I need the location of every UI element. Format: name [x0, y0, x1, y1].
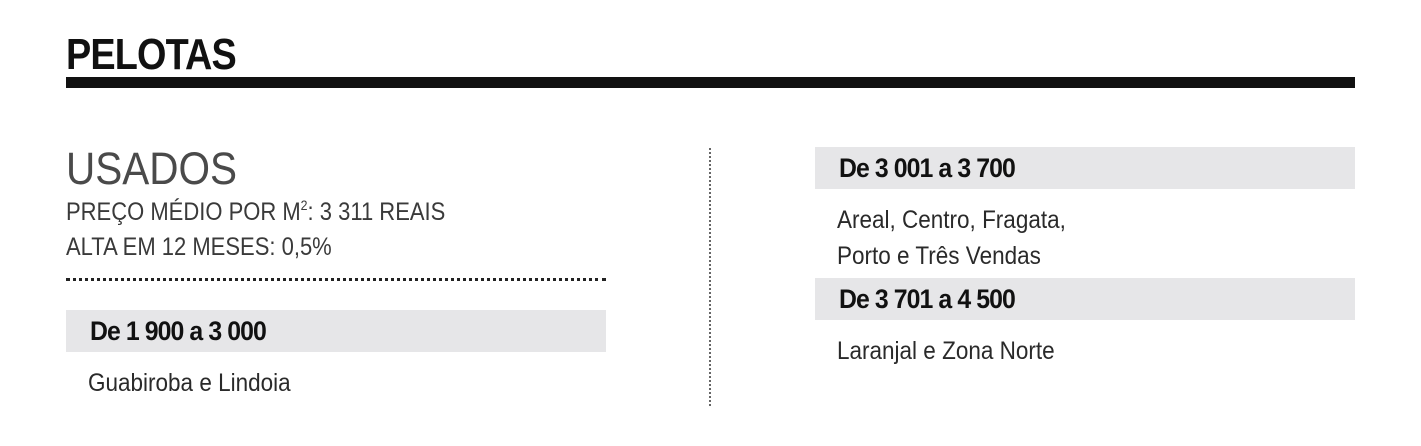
square-meter-superscript: 2	[300, 197, 308, 213]
yearly-change-line: ALTA EM 12 MESES: 0,5%	[66, 233, 332, 261]
average-price-label: PREÇO MÉDIO POR M	[66, 198, 301, 226]
summary-block: USADOS PREÇO MÉDIO POR M2: 3 311 REAIS A…	[66, 143, 606, 265]
price-band-3-range: De 3 701 a 4 500	[839, 284, 1016, 314]
title-rule	[66, 77, 1355, 88]
city-title: PELOTAS	[66, 30, 237, 79]
price-band-2-range: De 3 001 a 3 700	[839, 153, 1016, 183]
price-band-1-range: De 1 900 a 3 000	[90, 316, 267, 346]
price-band-3-neighborhoods: Laranjal e Zona Norte	[837, 337, 1055, 365]
price-band-1: De 1 900 a 3 000	[66, 310, 606, 352]
price-band-2-neighborhoods-line-2: Porto e Três Vendas	[837, 242, 1041, 270]
average-price-value: : 3 311 REAIS	[307, 198, 446, 226]
price-band-3: De 3 701 a 4 500	[815, 278, 1355, 320]
price-band-2: De 3 001 a 3 700	[815, 147, 1355, 189]
average-price-line: PREÇO MÉDIO POR M2: 3 311 REAIS	[66, 195, 541, 230]
column-divider	[709, 148, 711, 406]
price-band-2-neighborhoods-line-1: Areal, Centro, Fragata,	[837, 206, 1066, 234]
section-heading: USADOS	[66, 143, 238, 194]
price-band-1-neighborhoods: Guabiroba e Lindoia	[88, 369, 291, 397]
summary-divider	[66, 278, 606, 281]
